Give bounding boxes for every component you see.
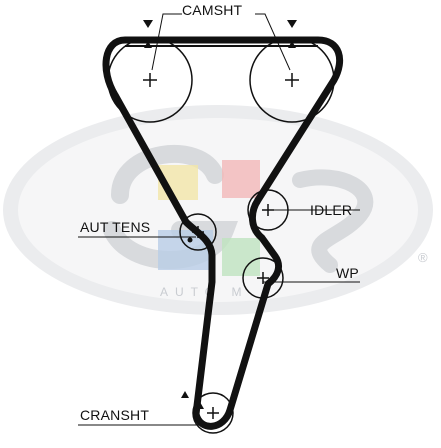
leader-camshaft-left xyxy=(151,13,182,71)
tensioner-pulley xyxy=(179,213,217,251)
crankshaft-pulley-mark-icon xyxy=(196,402,204,409)
tensioner-pivot-icon xyxy=(187,237,193,243)
camshaft-pulley-right xyxy=(249,20,335,123)
camshaft-label: CAMSHT xyxy=(182,2,243,18)
tensioner-label: AUT TENS xyxy=(80,219,150,235)
camshaft-right-pulley-mark-icon xyxy=(288,41,296,48)
water-pump-pulley-ring xyxy=(242,257,284,299)
leader-camshaft-right xyxy=(255,13,291,71)
crankshaft-pulley xyxy=(181,391,234,434)
gates-watermark: AUTO M ® xyxy=(3,105,433,315)
camshaft-pulley-left-ring xyxy=(107,37,193,123)
watermark-tile-red xyxy=(222,160,260,198)
crankshaft-pulley-ring xyxy=(192,392,234,434)
camshaft-right-center-icon xyxy=(285,73,299,87)
camshaft-pulley-left xyxy=(107,20,193,123)
crankshaft-timing-mark-icon xyxy=(181,391,189,398)
crankshaft-center-icon xyxy=(207,407,219,419)
camshaft-left-timing-mark-icon xyxy=(143,20,153,28)
leader-lines xyxy=(78,13,360,426)
watermark-overlay-text: AUTO M xyxy=(160,285,248,299)
watermark-registered-mark: ® xyxy=(418,250,428,265)
watermark-glyph-s xyxy=(292,169,374,273)
tensioner-center-icon xyxy=(192,226,204,238)
camshaft-pulley-right-ring xyxy=(249,37,335,123)
idler-label: IDLER xyxy=(310,202,352,218)
tensioner-pulley-ring xyxy=(179,213,217,251)
camshaft-right-timing-mark-icon xyxy=(287,20,297,28)
camshaft-left-pulley-mark-icon xyxy=(144,41,152,48)
watermark-tile-green xyxy=(222,238,260,276)
camshaft-left-center-icon xyxy=(143,73,157,87)
water-pump-label: WP xyxy=(336,265,359,281)
crankshaft-label: CRANSHT xyxy=(80,407,149,423)
